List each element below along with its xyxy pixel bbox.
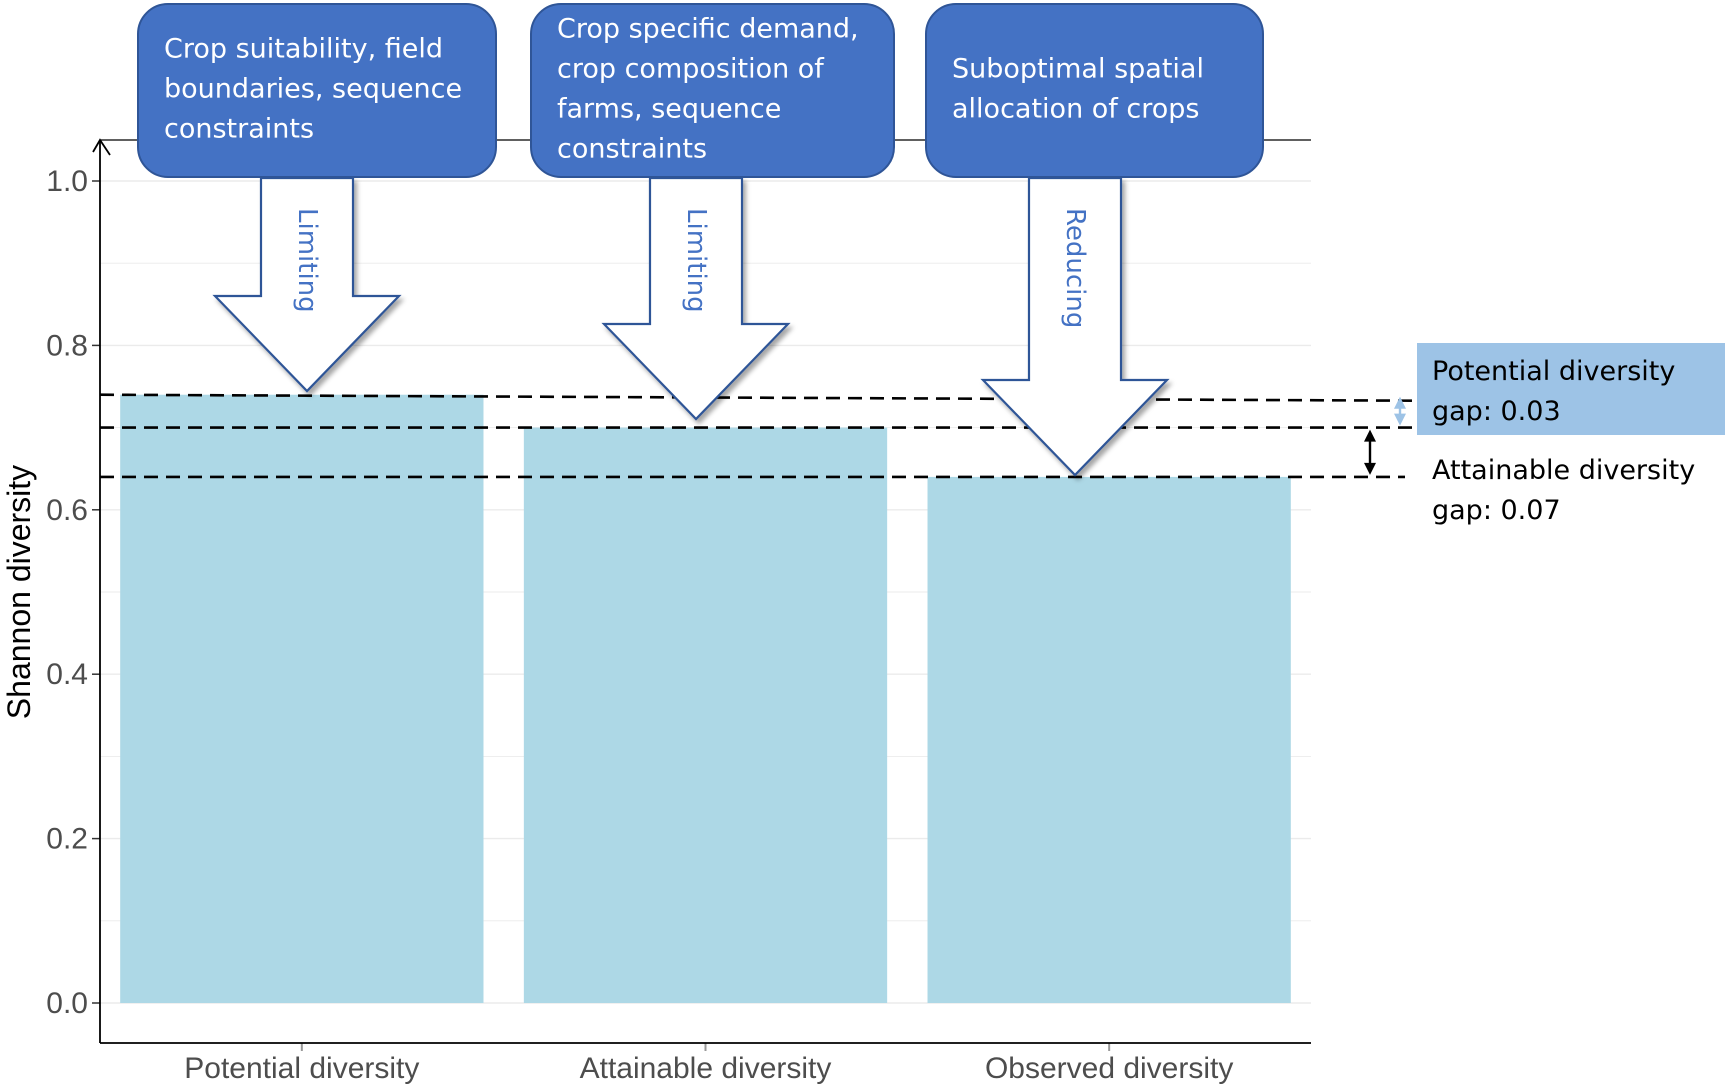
gap-arrowhead <box>1364 462 1376 475</box>
arrow-label: Limiting <box>292 208 322 313</box>
gap-highlight-box <box>1417 343 1725 435</box>
constraint-box-text: Crop suitability, field <box>164 34 443 65</box>
constraint-box <box>925 3 1264 178</box>
y-axis-label: Shannon diversity <box>1 465 37 719</box>
gap-label: gap: 0.03 <box>1432 396 1561 427</box>
y-tick-label: 1.0 <box>46 165 88 198</box>
dashed-line <box>99 393 1421 403</box>
constraint-box <box>530 3 895 178</box>
constraint-arrows: Limiting Limiting Reducing <box>212 176 1170 477</box>
y-tick-label: 0.2 <box>46 823 88 856</box>
constraint-boxes: Crop suitability, field boundaries, seque… <box>137 3 1264 178</box>
constraint-box-text: Suboptimal spatial <box>952 54 1204 85</box>
gap-label: Attainable diversity <box>1432 455 1695 486</box>
bars <box>120 394 1291 1004</box>
down-arrow <box>601 176 791 421</box>
x-tick-label: Potential diversity <box>184 1052 419 1085</box>
y-tick-label: 0.4 <box>46 658 88 691</box>
arrow-label: Reducing <box>1060 208 1090 328</box>
constraint-box-text: constraints <box>164 114 314 145</box>
constraint-box-text: farms, sequence <box>557 94 781 125</box>
gap-label: Potential diversity <box>1432 356 1675 387</box>
y-tick-label: 0.8 <box>46 329 88 362</box>
bar <box>927 476 1291 1003</box>
bar <box>120 394 484 1004</box>
down-arrow <box>980 176 1170 477</box>
y-tick-label: 0.0 <box>46 987 88 1020</box>
gap-arrowhead <box>1364 429 1376 442</box>
constraint-box-text: boundaries, sequence <box>164 74 462 105</box>
constraint-box-text: crop composition of <box>557 54 825 85</box>
gap-arrowhead <box>1394 396 1406 409</box>
constraint-box-text: allocation of crops <box>952 94 1199 125</box>
reference-lines <box>99 393 1421 479</box>
gap-arrowhead <box>1394 413 1406 426</box>
y-tick-label: 0.6 <box>46 494 88 527</box>
x-tick-label: Attainable diversity <box>580 1052 832 1085</box>
x-tick-label: Observed diversity <box>985 1052 1233 1085</box>
constraint-box <box>137 3 497 178</box>
constraint-box-text: Crop specific demand, <box>557 14 859 45</box>
constraint-box-text: constraints <box>557 134 707 165</box>
gap-label: gap: 0.07 <box>1432 495 1561 526</box>
y-axis-arrowhead <box>92 138 111 156</box>
arrow-label: Limiting <box>681 208 711 313</box>
axes: Potential diversity Attainable diversity O… <box>46 138 1311 1085</box>
bar <box>523 427 888 1004</box>
down-arrow <box>212 176 402 393</box>
